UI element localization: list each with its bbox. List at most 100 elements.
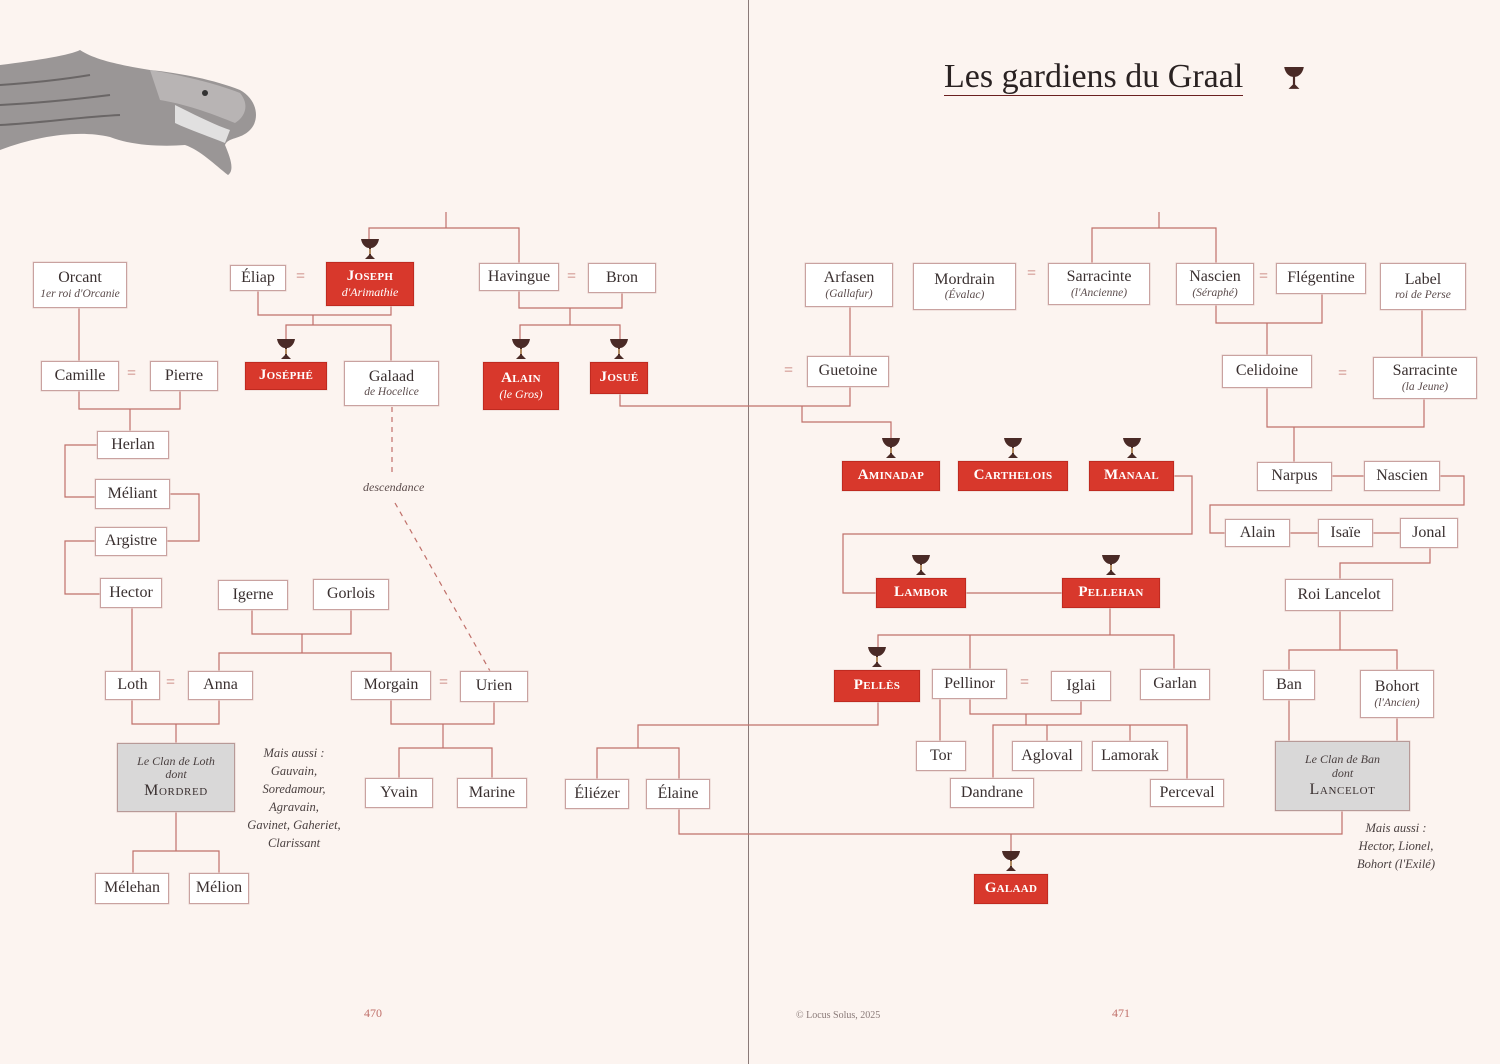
- marriage-equals-sign: =: [1338, 365, 1348, 382]
- kinship-line: [1288, 649, 1398, 670]
- person-marine[interactable]: Marine: [457, 778, 527, 808]
- person-name: Argistre: [104, 532, 158, 550]
- person-name: Havingue: [487, 267, 551, 285]
- person-melion[interactable]: Mélion: [189, 873, 249, 904]
- person-name: Méliant: [107, 484, 158, 502]
- person-meliant[interactable]: Méliant: [95, 479, 170, 509]
- person-nascien[interactable]: Nascien: [1364, 461, 1440, 491]
- person-alain[interactable]: Alain: [1225, 519, 1290, 547]
- person-name: Galaad: [984, 880, 1038, 897]
- copyright: © Locus Solus, 2025: [796, 1010, 881, 1021]
- person-name: Jonal: [1412, 523, 1446, 541]
- kinship-line: [969, 699, 1082, 715]
- person-name: Arfasen: [823, 269, 875, 287]
- person-galaad[interactable]: Galaad: [974, 874, 1048, 904]
- person-manaal[interactable]: Manaal: [1089, 461, 1174, 491]
- person-flegentine[interactable]: Flégentine: [1276, 263, 1366, 294]
- person-gorlois[interactable]: Gorlois: [313, 579, 389, 610]
- person-pelles[interactable]: Pellès: [834, 670, 920, 702]
- person-name: Mordred: [144, 782, 208, 800]
- kinship-line: [285, 324, 392, 361]
- person-hector[interactable]: Hector: [100, 578, 162, 608]
- person-pierre[interactable]: Pierre: [150, 361, 218, 391]
- person-iglai[interactable]: Iglai: [1051, 671, 1111, 701]
- grail-icon: [608, 338, 630, 362]
- person-argistre[interactable]: Argistre: [95, 527, 167, 556]
- ban-clan-note: Mais aussi : Hector, Lionel, Bohort (l'E…: [1346, 819, 1446, 873]
- person-garlan[interactable]: Garlan: [1140, 669, 1210, 700]
- person-name: Mordrain: [934, 270, 995, 288]
- person-isaie[interactable]: Isaïe: [1318, 519, 1373, 547]
- person-name: Iglai: [1066, 676, 1096, 694]
- person-lambor[interactable]: Lambor: [876, 578, 966, 608]
- person-anna[interactable]: Anna: [188, 671, 253, 700]
- person-camille[interactable]: Camille: [41, 361, 119, 391]
- person-josephe[interactable]: Joséphé: [245, 362, 327, 390]
- kinship-line: [64, 444, 97, 498]
- person-name: Joséphé: [258, 367, 314, 384]
- person-jonal[interactable]: Jonal: [1400, 518, 1458, 548]
- person-agloval[interactable]: Agloval: [1012, 741, 1082, 771]
- person-name: Josué: [599, 369, 639, 386]
- person-urien[interactable]: Urien: [460, 671, 528, 702]
- clan-dont: dont: [165, 767, 187, 782]
- person-herlan[interactable]: Herlan: [97, 431, 169, 459]
- person-name: Garlan: [1153, 675, 1197, 693]
- person-eliap[interactable]: Éliap: [230, 265, 286, 291]
- person-alain-gros[interactable]: Alain(le Gros): [483, 362, 559, 410]
- person-guetoine[interactable]: Guetoine: [807, 356, 889, 387]
- person-name: Manaal: [1103, 467, 1160, 484]
- person-ban[interactable]: Ban: [1263, 670, 1315, 700]
- person-name: Agloval: [1021, 746, 1073, 764]
- person-dandrane[interactable]: Dandrane: [950, 778, 1034, 808]
- person-pellinor[interactable]: Pellinor: [932, 669, 1007, 699]
- person-lamorak[interactable]: Lamorak: [1092, 741, 1168, 771]
- person-name: Élaine: [657, 784, 699, 802]
- person-sarracinte-ancienne[interactable]: Sarracinte(l'Ancienne): [1048, 263, 1150, 305]
- person-celidoine[interactable]: Celidoine: [1222, 355, 1312, 388]
- kinship-line: [1209, 475, 1465, 534]
- kinship-line: [368, 227, 520, 263]
- marriage-equals-sign: =: [296, 268, 306, 285]
- person-carthelois[interactable]: Carthelois: [958, 461, 1068, 491]
- person-havingue[interactable]: Havingue: [479, 263, 559, 291]
- person-melehan[interactable]: Mélehan: [95, 873, 169, 904]
- person-elaine[interactable]: Élaine: [646, 779, 710, 809]
- person-name: Herlan: [111, 435, 155, 453]
- person-name: Bohort: [1374, 678, 1420, 696]
- person-perceval[interactable]: Perceval: [1150, 779, 1224, 807]
- person-yvain[interactable]: Yvain: [365, 778, 433, 808]
- person-bohort[interactable]: Bohort(l'Ancien): [1360, 670, 1434, 718]
- person-pellehan[interactable]: Pellehan: [1062, 578, 1160, 608]
- person-narpus[interactable]: Narpus: [1257, 462, 1332, 491]
- person-nascien-seraphe[interactable]: Nascien(Séraphé): [1176, 263, 1254, 305]
- person-josue[interactable]: Josué: [590, 362, 648, 394]
- person-aminadap[interactable]: Aminadap: [842, 461, 940, 491]
- person-sarracinte-jeune[interactable]: Sarracinte(la Jeune): [1373, 357, 1477, 399]
- person-name: Urien: [475, 677, 513, 695]
- note-line: Clarissant: [267, 836, 321, 850]
- note-line: Gauvain,: [270, 764, 318, 778]
- person-tor[interactable]: Tor: [916, 741, 966, 771]
- person-roi-lancelot[interactable]: Roi Lancelot: [1285, 579, 1393, 611]
- person-name: Label: [1404, 270, 1442, 288]
- person-morgain[interactable]: Morgain: [351, 671, 431, 700]
- person-mordrain[interactable]: Mordrain(Évalac): [913, 263, 1016, 310]
- person-epithet: d'Arimathie: [341, 284, 399, 299]
- person-igerne[interactable]: Igerne: [218, 580, 288, 610]
- kinship-line: [842, 475, 1193, 594]
- person-bron[interactable]: Bron: [588, 263, 656, 293]
- person-name: Narpus: [1271, 467, 1318, 485]
- page-number-right: 471: [1112, 1006, 1130, 1020]
- person-arfasen[interactable]: Arfasen(Gallafur): [805, 263, 893, 307]
- person-eliezer[interactable]: Éliézer: [565, 779, 629, 809]
- person-loth[interactable]: Loth: [105, 671, 160, 700]
- page-title: Les gardiens du Graal: [944, 58, 1244, 97]
- kinship-line: [398, 747, 493, 778]
